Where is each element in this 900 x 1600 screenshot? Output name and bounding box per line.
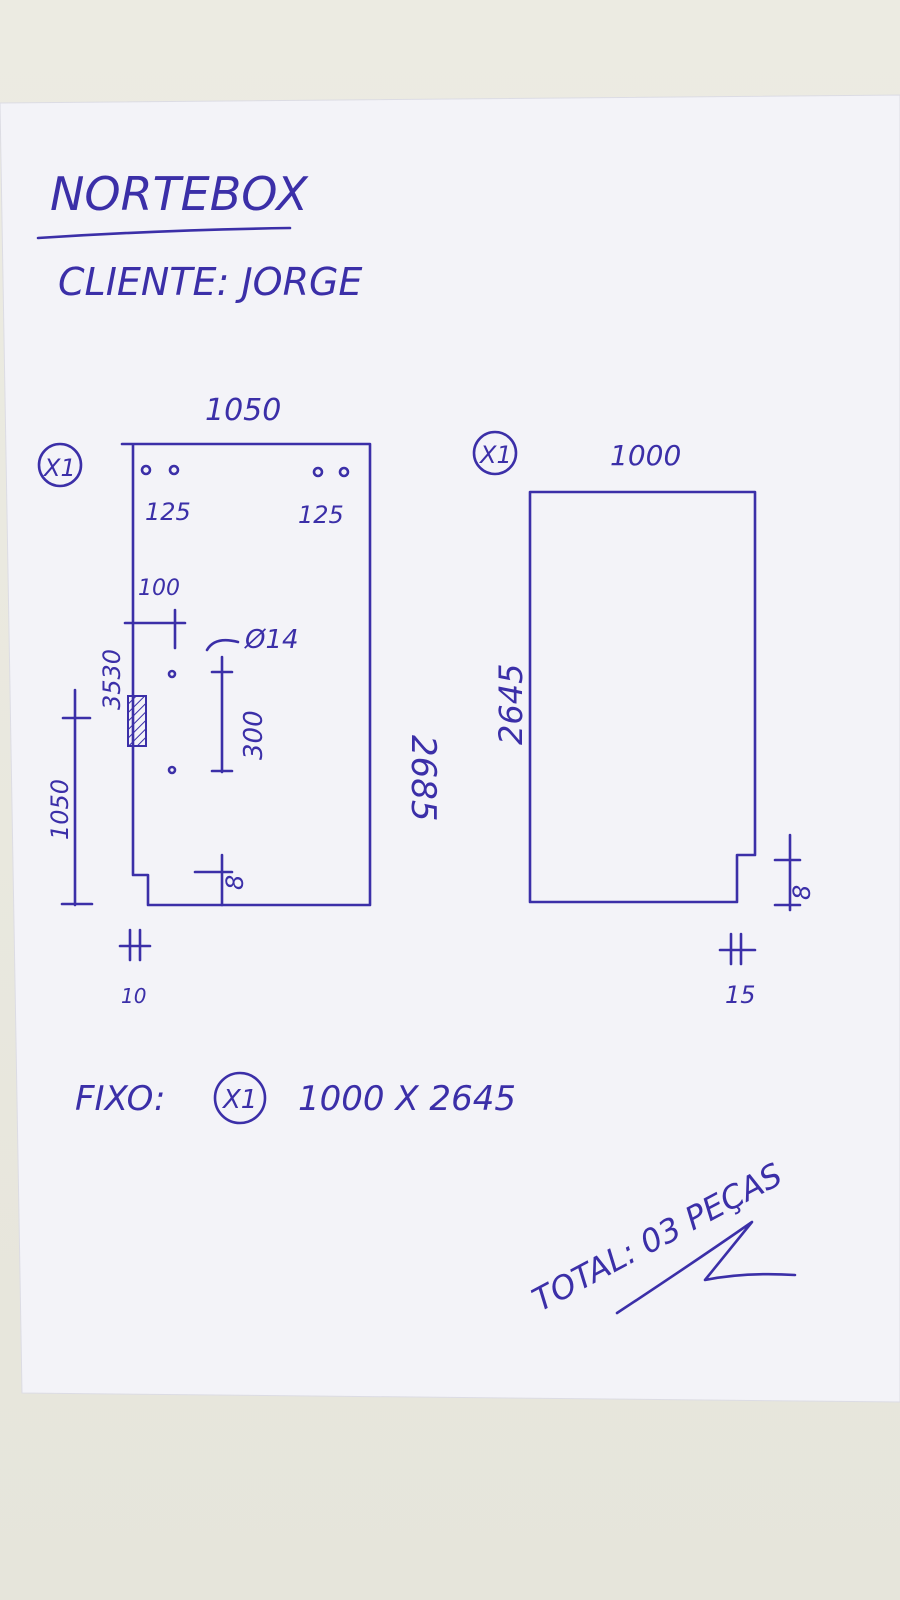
- lower-dim-marker: [60, 688, 94, 907]
- piece-2-notch: 8: [788, 885, 816, 900]
- paper: [0, 94, 900, 1403]
- hole: [312, 466, 324, 478]
- hole-diameter: Ø14: [244, 625, 299, 655]
- piece-2-bottom-gap: 15: [725, 981, 756, 1009]
- piece-1-outline: [120, 442, 372, 907]
- piece-2-qty-circle: [472, 430, 518, 476]
- hole: [167, 669, 177, 679]
- offset-marker: [123, 608, 187, 650]
- piece-1-drawing: 1050 X1 125 125 100 Ø14 300 3530 1050 8: [37, 393, 443, 1008]
- offset-dim: 100: [138, 576, 180, 601]
- fixo-qty-circle: [213, 1071, 267, 1125]
- notch-marker: [193, 853, 234, 907]
- spacing-dim: 300: [239, 710, 269, 760]
- company-name: NORTEBOX: [50, 167, 309, 221]
- piece-2-width: 1000: [610, 439, 681, 472]
- piece-2-gap-marker: [718, 932, 757, 966]
- piece-2-notch-marker: [773, 833, 802, 912]
- spacing-marker: [210, 655, 234, 774]
- fixo-label: FIXO:: [75, 1079, 166, 1119]
- hole: [168, 464, 180, 476]
- gap-marker: [118, 928, 152, 962]
- fixo-qty: X1: [221, 1085, 257, 1115]
- leader-line: [205, 638, 240, 652]
- fixo-line: FIXO: X1 1000 X 2645: [75, 1071, 516, 1125]
- piece-2-height: 2645: [492, 664, 530, 745]
- hole: [140, 464, 152, 476]
- hinge-block: [127, 695, 147, 747]
- title-underline: [36, 226, 292, 240]
- bottom-gap: 10: [121, 984, 146, 1008]
- piece-1-height: 2685: [403, 735, 443, 822]
- hole: [167, 765, 177, 775]
- piece-1-qty-circle: [37, 442, 83, 488]
- piece-1-qty: X1: [42, 454, 76, 482]
- piece-2-qty: X1: [478, 441, 512, 469]
- side-dim: 3530: [98, 649, 126, 710]
- holes-right-dim: 125: [298, 501, 344, 529]
- fixo-dims: 1000 X 2645: [298, 1079, 516, 1119]
- piece-2-outline: [528, 490, 757, 904]
- client-name: CLIENTE: JORGE: [58, 260, 362, 304]
- lower-dim: 1050: [46, 779, 74, 840]
- notch-dim: 8: [221, 875, 249, 890]
- piece-2-drawing: X1 1000 2645 8 15: [472, 430, 816, 1009]
- signature-scribble: [615, 1220, 797, 1315]
- holes-left-dim: 125: [145, 498, 191, 526]
- hole: [338, 466, 350, 478]
- piece-1-width: 1050: [205, 393, 281, 428]
